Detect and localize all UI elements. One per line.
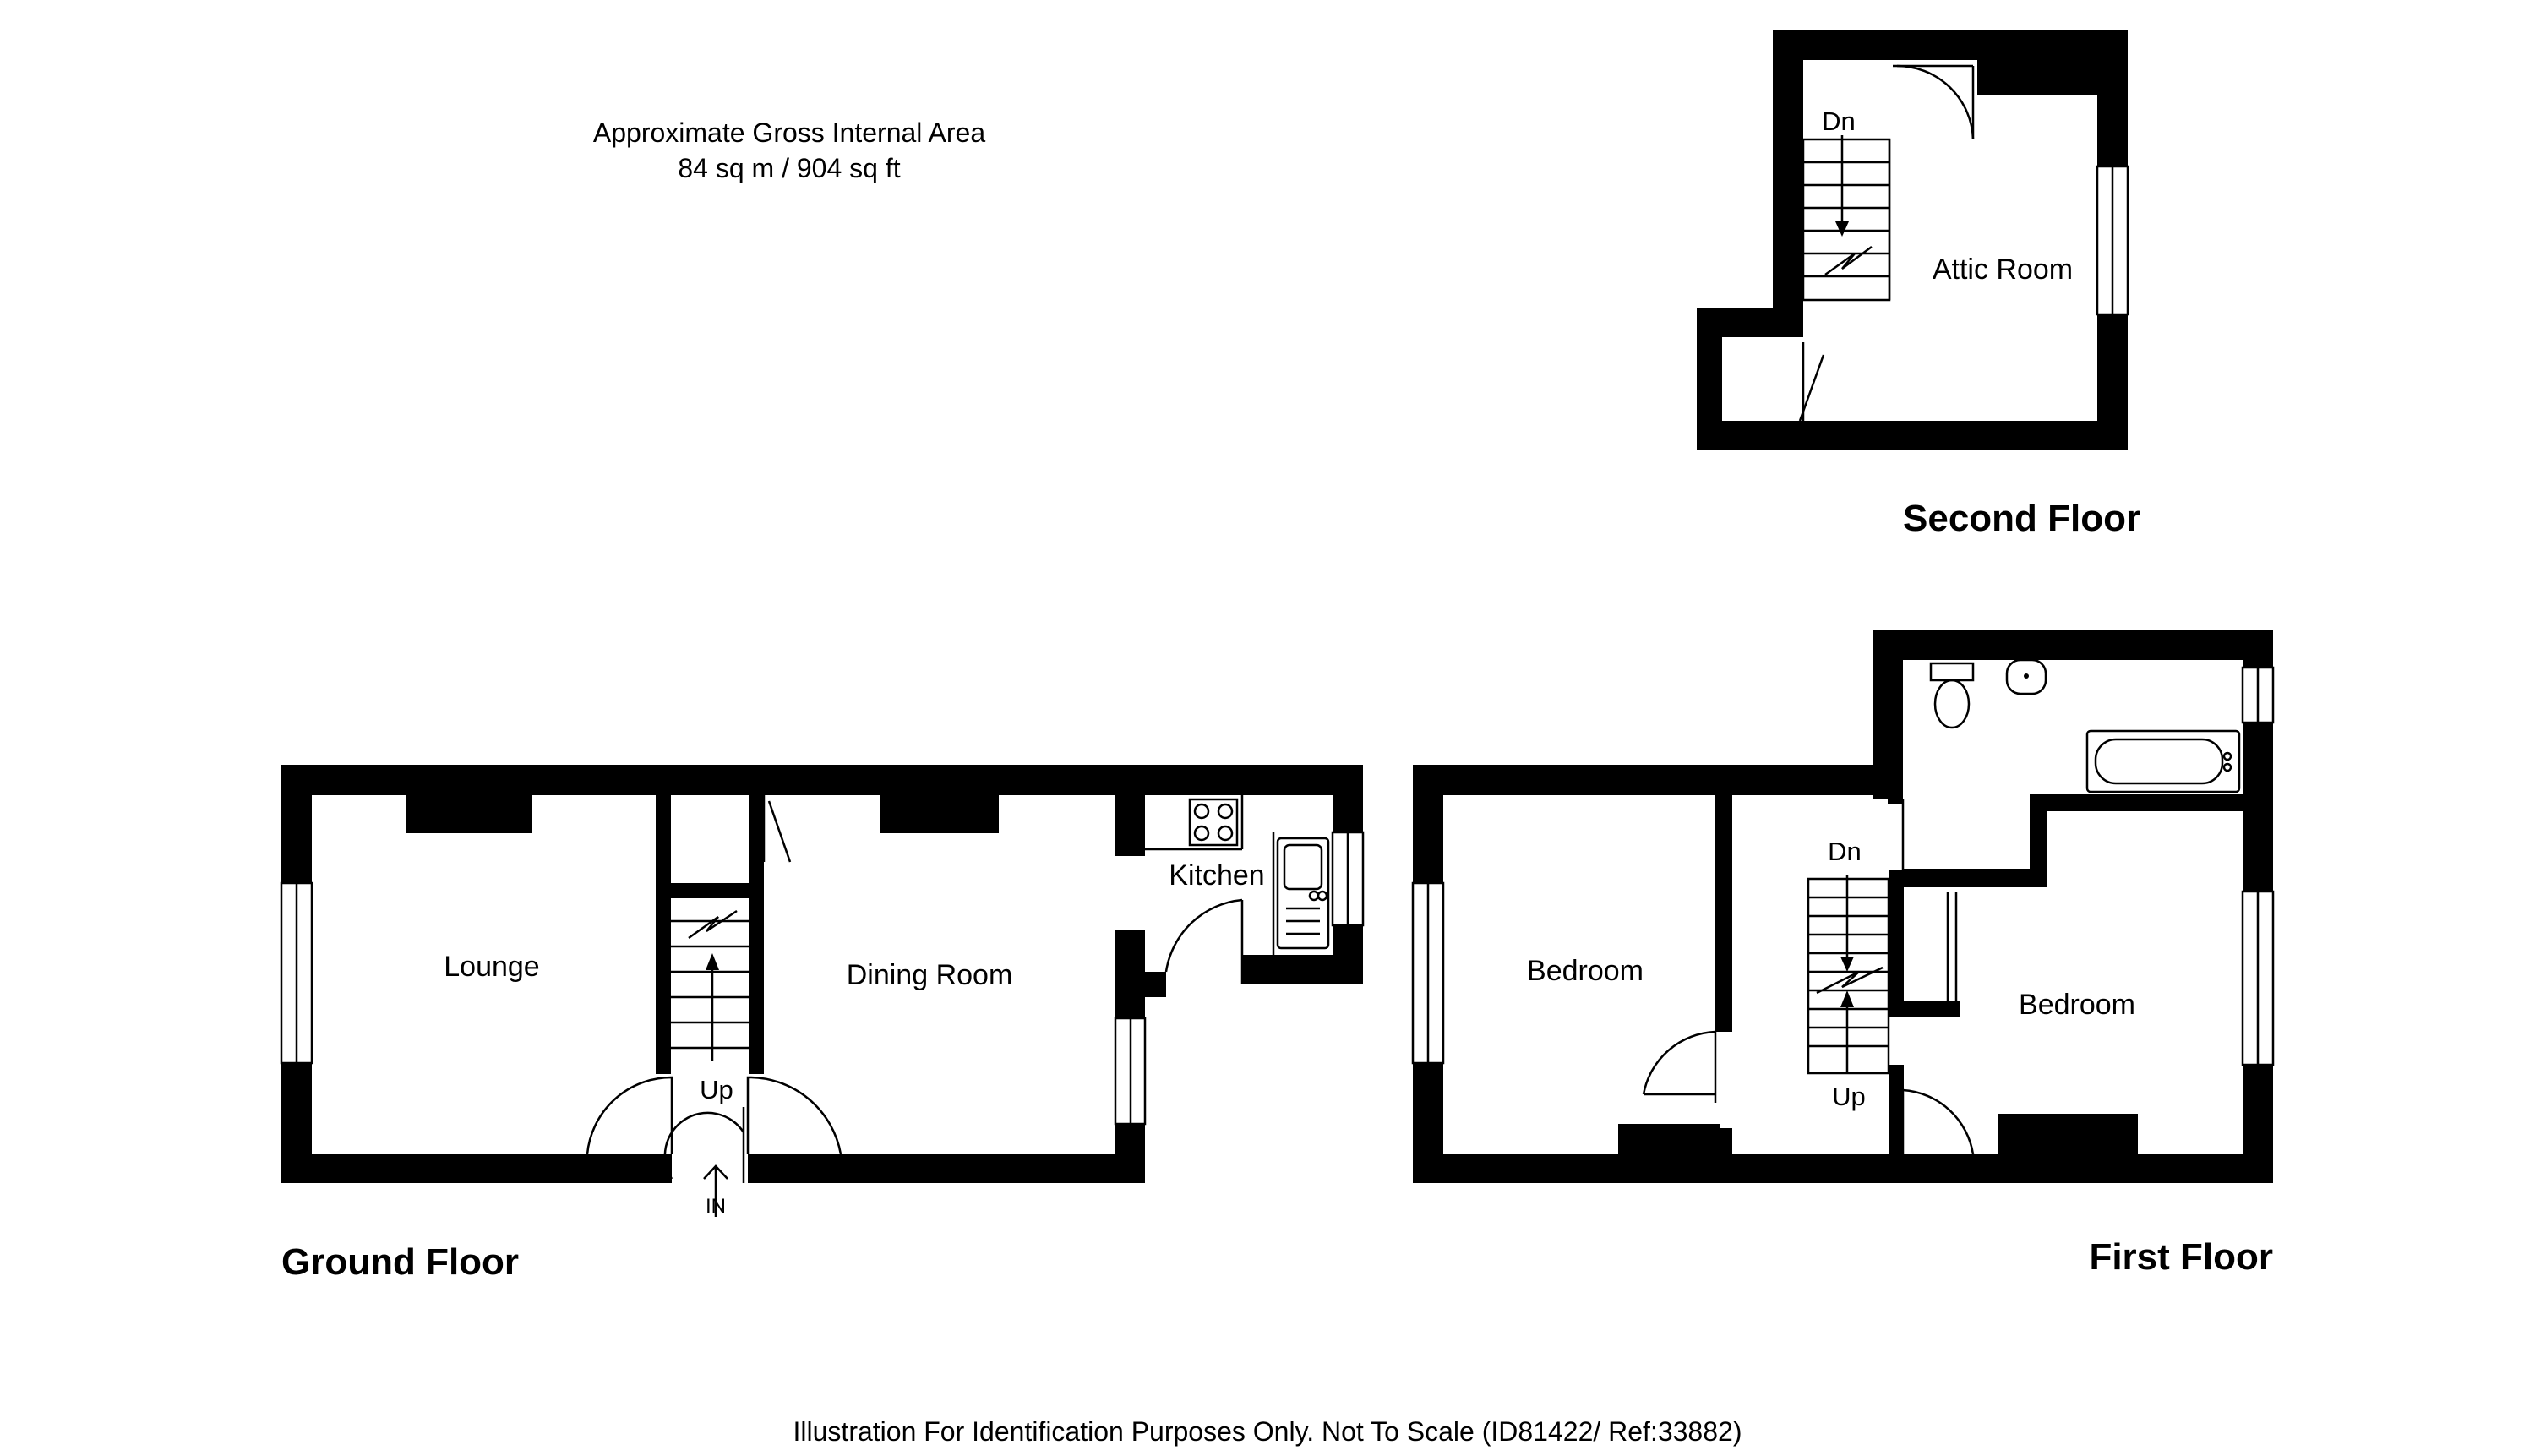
attic-stairs-label: Dn: [1822, 106, 1856, 136]
second-floor-plan: Dn Attic Room: [1697, 30, 2129, 450]
sink-icon: [1276, 837, 1330, 950]
ground-floor-label: Ground Floor: [281, 1241, 519, 1283]
first-stairs-down-label: Dn: [1828, 837, 1862, 866]
kitchen-label: Kitchen: [1169, 859, 1264, 892]
disclaimer: Illustration For Identification Purposes…: [793, 1416, 1742, 1447]
bedroom-left-label: Bedroom: [1527, 955, 1644, 987]
area-title: Approximate Gross Internal Area: [593, 117, 985, 148]
first-floor-plan: Dn Up Bedroom Bedroom: [1411, 630, 2275, 1183]
bedroom-right-label: Bedroom: [2019, 989, 2135, 1021]
ground-stairs-label: Up: [700, 1075, 733, 1104]
hob-icon: [1188, 798, 1239, 847]
toilet-icon: [1929, 662, 1975, 682]
dining-room-label: Dining Room: [847, 959, 1013, 991]
attic-room-label: Attic Room: [1933, 254, 2073, 286]
entrance-label: IN: [706, 1195, 726, 1218]
bath-icon: [2085, 729, 2241, 793]
lounge-label: Lounge: [444, 951, 539, 983]
first-stairs: Dn Up: [1807, 837, 1890, 1111]
area-value: 84 sq m / 904 sq ft: [678, 153, 900, 183]
ground-floor-plan: Up IN Lounge Dining Room Kitchen: [280, 765, 1365, 1218]
first-stairs-up-label: Up: [1832, 1082, 1866, 1111]
ground-stairs: Up: [671, 909, 749, 1104]
basin-icon: [2005, 658, 2047, 695]
first-floor-label: First Floor: [2089, 1236, 2273, 1278]
second-floor-label: Second Floor: [1903, 498, 2140, 539]
